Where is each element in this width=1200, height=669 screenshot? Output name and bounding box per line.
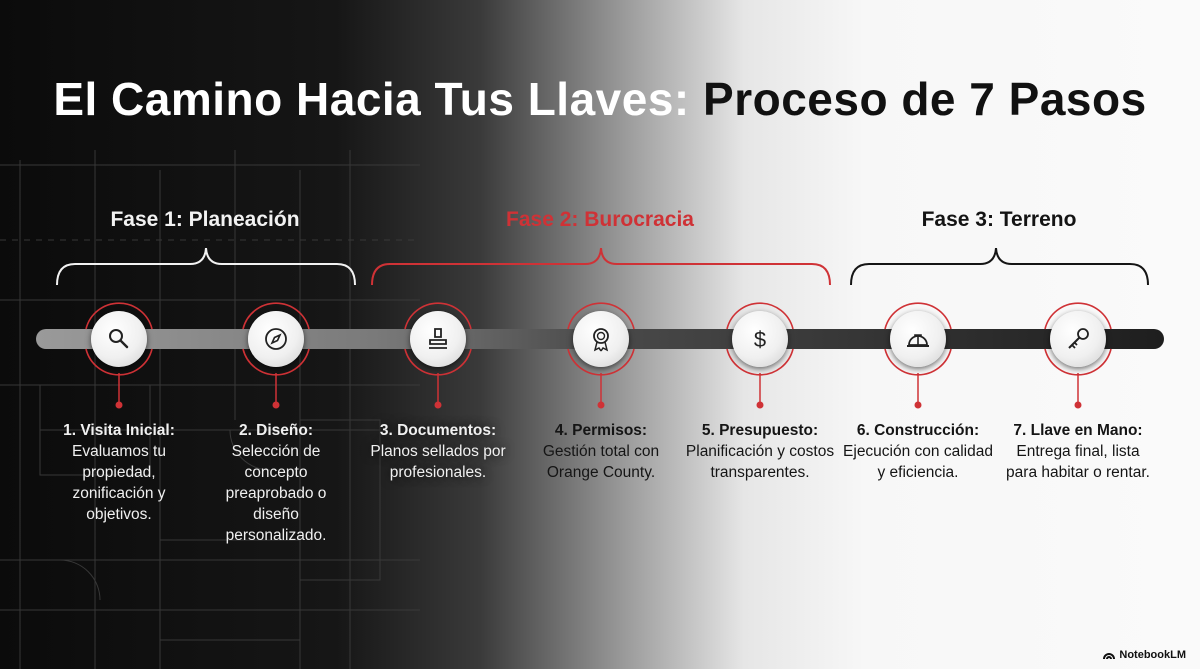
title-part-1: El Camino Hacia Tus Llaves: (53, 73, 690, 125)
title-part-2: Proceso de 7 Pasos (703, 73, 1147, 125)
step-node-4 (573, 311, 629, 367)
step-description: Gestión total con Orange County. (542, 443, 660, 481)
step-7: 7. Llave en Mano: Entrega final, lista pa… (1003, 420, 1153, 483)
step-node-3 (410, 311, 466, 367)
hard-hat-icon (907, 334, 929, 347)
node-ring-top (884, 302, 952, 330)
step-title: 5. Presupuesto: (701, 422, 819, 439)
phase-3-brace (850, 247, 1149, 286)
step-connector-dot (1074, 401, 1082, 409)
step-node-6 (890, 311, 946, 367)
step-title: 7. Llave en Mano: (1013, 422, 1143, 439)
step-4: 4. Permisos: Gestión total con Orange Cou… (526, 420, 676, 483)
brand-logo: NotebookLM (1103, 649, 1186, 661)
phase-2-label: Fase 2: Burocracia (506, 208, 694, 231)
step-connector-dot (756, 401, 764, 409)
step-title: 6. Construcción: (856, 422, 980, 439)
step-connector-dot (597, 401, 605, 409)
svg-text:$: $ (754, 327, 766, 352)
step-description: Ejecución con calidad y eficiencia. (843, 443, 993, 481)
step-title: 1. Visita Inicial: (63, 422, 175, 439)
step-connector-dot (434, 401, 442, 409)
phase-2-brace (371, 247, 831, 286)
phase-3-label: Fase 3: Terreno (921, 208, 1077, 231)
phase-1-brace (56, 247, 356, 286)
node-ring-top (1044, 302, 1112, 330)
step-connector-dot (115, 401, 123, 409)
step-2: 2. Diseño: Selección de concepto preaprob… (201, 420, 351, 546)
step-title: 2. Diseño: (238, 422, 314, 439)
key-icon (1068, 328, 1089, 349)
step-description: Planos sellados por profesionales. (370, 443, 506, 481)
step-connector-dot (272, 401, 280, 409)
step-description: Selección de concepto preaprobado o dise… (225, 443, 327, 544)
badge-icon (593, 328, 609, 352)
step-description: Evaluamos tu propiedad, zonificación y o… (72, 443, 166, 523)
node-ring-top (567, 302, 635, 330)
step-6: 6. Construcción: Ejecución con calidad y … (843, 420, 993, 483)
step-1: 1. Visita Inicial: Evaluamos tu propiedad… (44, 420, 194, 525)
step-3: 3. Documentos: Planos sellados por profes… (363, 420, 513, 483)
node-ring-top (85, 302, 153, 330)
step-node-2 (248, 311, 304, 367)
step-title: 3. Documentos: (379, 422, 497, 439)
node-ring-top (404, 302, 472, 330)
search-icon (109, 329, 129, 349)
step-connector-dot (914, 401, 922, 409)
notebooklm-logo-icon (1103, 653, 1116, 660)
phase-1-label: Fase 1: Planeación (110, 208, 300, 231)
step-5: 5. Presupuesto: Planificación y costos tr… (685, 420, 835, 483)
step-node-7 (1050, 311, 1106, 367)
compass-icon (265, 328, 287, 350)
step-title: 4. Permisos: (554, 422, 648, 439)
stamp-icon (429, 328, 447, 349)
node-ring-top (726, 302, 794, 330)
brand-name: NotebookLM (1119, 649, 1186, 661)
step-description: Planificación y costos transparentes. (685, 443, 835, 481)
step-description: Entrega final, lista para habitar o rent… (1006, 443, 1150, 481)
step-node-5: $ (732, 311, 788, 367)
dollar-icon: $ (754, 327, 766, 352)
node-ring-top (242, 302, 310, 330)
step-node-1 (91, 311, 147, 367)
page-title: El Camino Hacia Tus Llaves: Proceso de 7… (0, 72, 1200, 126)
